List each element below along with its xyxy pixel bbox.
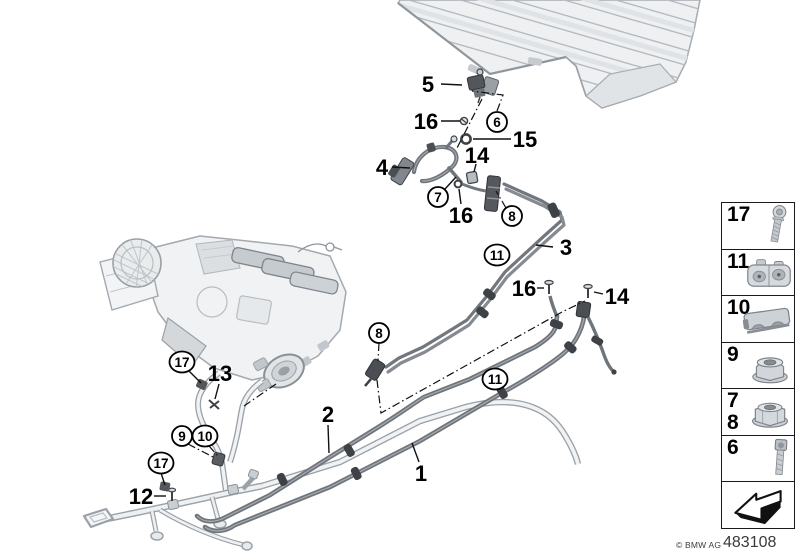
pipe-bracket-icon: [742, 301, 792, 337]
screw-16-top: [459, 116, 469, 126]
callout-circle-11-top[interactable]: 11: [483, 243, 511, 267]
legend-item-10[interactable]: 10: [721, 295, 795, 343]
collar-nut-icon: [748, 347, 792, 385]
callout-3[interactable]: 3: [560, 235, 572, 260]
callout-16-a[interactable]: 16: [414, 109, 438, 134]
pipe-clamp-icon: [746, 254, 792, 292]
legend-item-6[interactable]: 6: [721, 434, 795, 483]
callout-circle-17-upper[interactable]: 17: [168, 350, 196, 374]
heater-outlet-boss: [263, 353, 305, 389]
legend-label: 11: [727, 249, 750, 273]
svg-text:10: 10: [197, 429, 212, 444]
callout-circle-8-top[interactable]: 8: [501, 205, 523, 227]
oring-15: [460, 133, 472, 145]
callout-2[interactable]: 2: [322, 402, 334, 427]
callout-1[interactable]: 1: [415, 461, 427, 486]
socket-screw-icon: [768, 438, 792, 480]
svg-text:7: 7: [434, 190, 442, 205]
callout-15[interactable]: 15: [513, 127, 537, 152]
svg-text:11: 11: [488, 372, 503, 387]
legend-item-9[interactable]: 9: [721, 341, 795, 390]
svg-text:17: 17: [153, 456, 168, 471]
callout-16-b[interactable]: 16: [449, 203, 473, 228]
line-end-fittings: [544, 279, 617, 375]
legend-item-direction-arrow[interactable]: [721, 481, 795, 529]
callout-circle-7[interactable]: 7: [427, 186, 449, 208]
copyright-text: © BMW AG: [676, 540, 722, 550]
oring-16: [453, 179, 463, 189]
legend-item-11[interactable]: 11: [721, 248, 795, 297]
parts-legend: 17 11: [721, 202, 795, 529]
leader-lines: [154, 83, 604, 497]
callout-16-c[interactable]: 16: [512, 276, 536, 301]
hvac-unit: [99, 235, 347, 393]
clip-17-lower: [159, 481, 171, 492]
callout-circle-8-left[interactable]: 8: [368, 322, 390, 344]
callout-circle-6[interactable]: 6: [486, 111, 508, 133]
connector-5: [466, 68, 500, 104]
callout-circle-10[interactable]: 10: [191, 424, 219, 448]
svg-text:11: 11: [490, 248, 505, 263]
legend-label: 17: [727, 203, 751, 226]
svg-text:8: 8: [508, 209, 516, 224]
reference-lines: [187, 90, 586, 458]
coolant-line-3: [364, 175, 566, 387]
legend-item-17[interactable]: 17: [721, 202, 795, 250]
callout-5[interactable]: 5: [422, 72, 434, 97]
clip-13: [208, 399, 220, 410]
screw-14-right: [583, 283, 593, 298]
callout-circle-17-lower[interactable]: 17: [147, 451, 175, 475]
callout-14-a[interactable]: 14: [465, 143, 490, 168]
svg-text:8: 8: [375, 326, 383, 341]
callout-12[interactable]: 12: [129, 484, 153, 509]
battery-pack: [397, 0, 701, 109]
flange-nut-icon: [748, 393, 792, 431]
pipe-assembly-4: [388, 135, 463, 186]
svg-text:17: 17: [174, 355, 189, 370]
legend-label: 9: [727, 342, 739, 366]
diagram-number: 483108: [723, 534, 777, 551]
legend-label: 6: [727, 435, 739, 459]
callout-4[interactable]: 4: [376, 155, 389, 180]
legend-label: 10: [727, 296, 751, 319]
coolant-line-2: [194, 313, 564, 524]
screw-16-right: [544, 279, 554, 294]
callout-circle-9[interactable]: 9: [171, 425, 193, 447]
direction-arrow-icon: [728, 485, 788, 525]
bracket-9-10: [211, 451, 226, 467]
svg-text:9: 9: [178, 429, 186, 444]
callout-13[interactable]: 13: [208, 361, 232, 386]
diagram-canvas: 5 16 15 14 4 16 3 16 14 2 1 13 12 6 7 8 …: [82, 0, 701, 551]
clip-14: [465, 170, 479, 185]
callout-circle-11-bottom[interactable]: 11: [481, 367, 509, 391]
callout-14-b[interactable]: 14: [605, 284, 630, 309]
svg-text:6: 6: [493, 115, 501, 130]
torx-bolt-icon: [762, 205, 792, 247]
